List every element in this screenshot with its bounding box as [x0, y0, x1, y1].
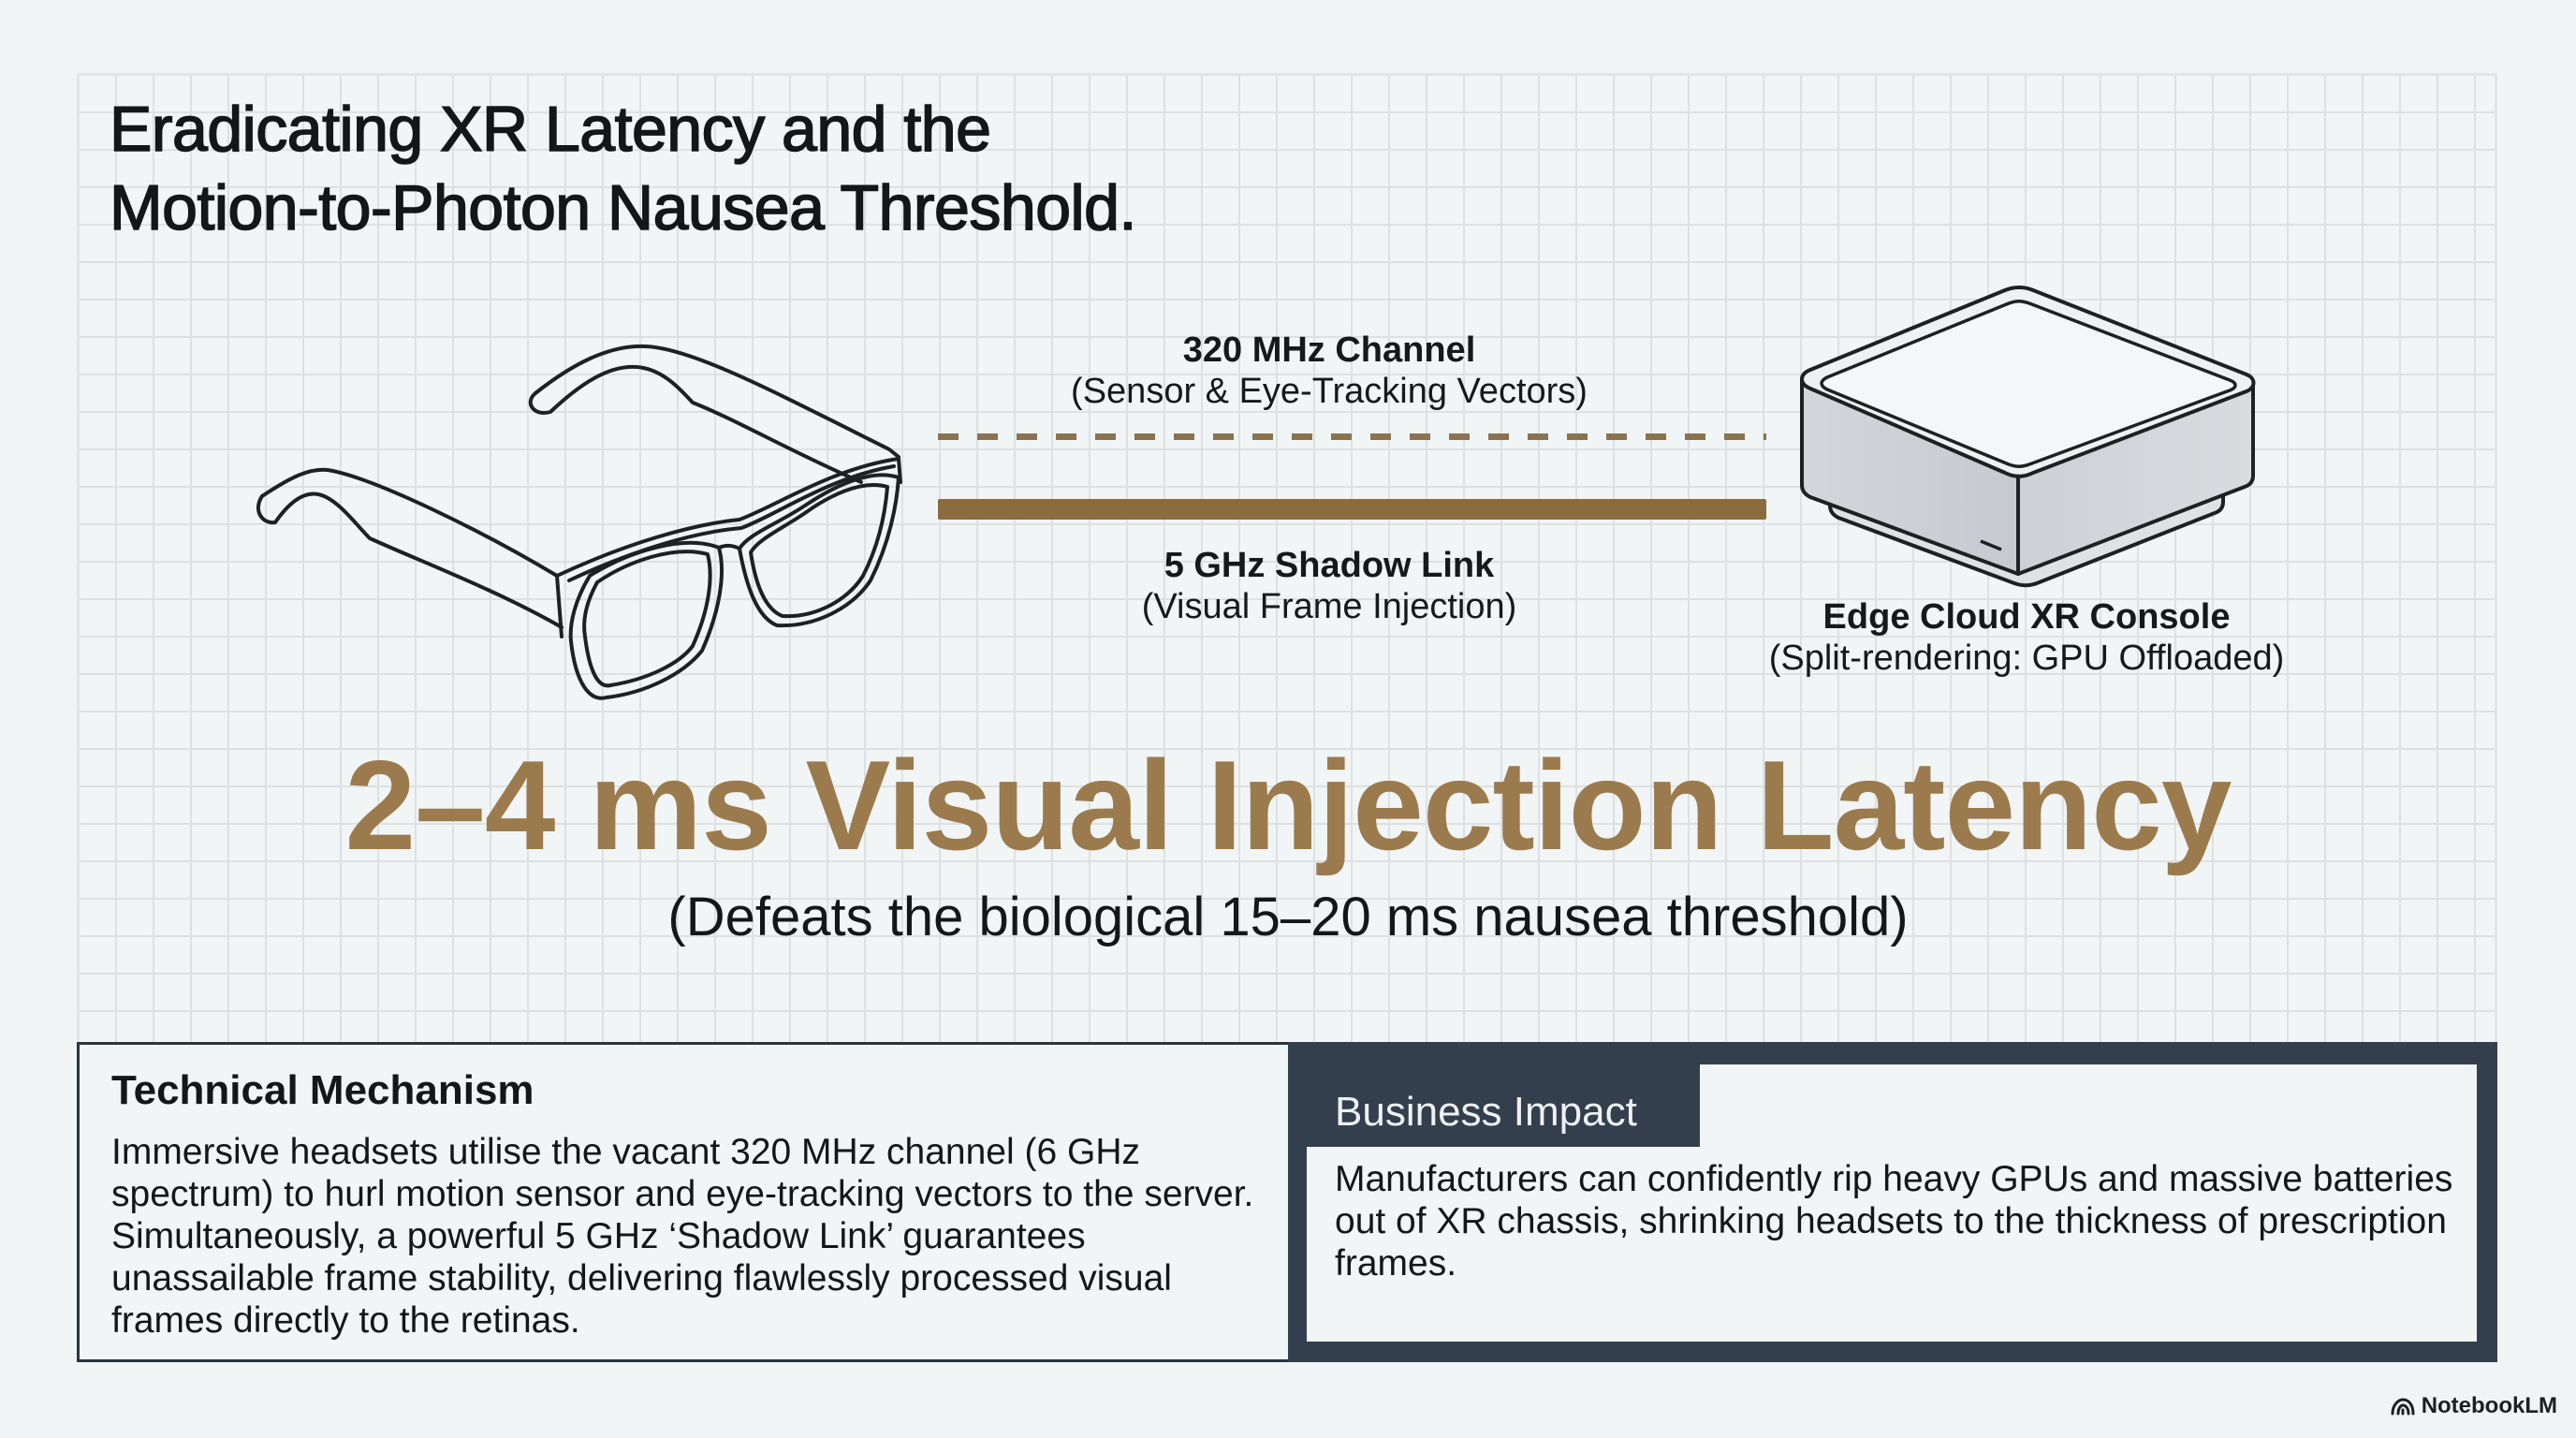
- shadow-link-solid-line: [938, 499, 1766, 520]
- channel-320-label: 320 MHz Channel (Sensor & Eye-Tracking V…: [983, 330, 1676, 412]
- latency-headline: 2–4 ms Visual Injection Latency: [344, 734, 2232, 876]
- edge-console-label: Edge Cloud XR Console (Split-rendering: …: [1694, 596, 2359, 679]
- technical-mechanism-heading: Technical Mechanism: [111, 1067, 534, 1113]
- title-line-2: Motion-to-Photon Nausea Threshold.: [109, 171, 1137, 244]
- business-impact-heading-tab: [1307, 1064, 1700, 1147]
- title-line-1: Eradicating XR Latency and the: [109, 93, 991, 166]
- business-impact-panel: Business Impact Manufacturers can confid…: [1288, 1042, 2497, 1362]
- latency-subtext: (Defeats the biological 15–20 ms nausea …: [667, 887, 1909, 947]
- edge-console-title: Edge Cloud XR Console: [1822, 597, 2231, 637]
- technical-mechanism-body: Immersive headsets utilise the vacant 32…: [111, 1132, 1254, 1341]
- business-impact-heading: Business Impact: [1335, 1089, 1637, 1135]
- technical-mechanism-panel: Technical Mechanism Immersive headsets u…: [77, 1042, 1289, 1362]
- shadow-link-label: 5 GHz Shadow Link (Visual Frame Injectio…: [983, 545, 1676, 627]
- slide-title: Eradicating XR Latency and the Motion-to…: [109, 90, 1137, 247]
- business-impact-content: Business Impact Manufacturers can confid…: [1307, 1064, 2477, 1342]
- edge-console-subtitle: (Split-rendering: GPU Offloaded): [1768, 638, 2285, 678]
- notebooklm-brand: NotebookLM: [2390, 1393, 2557, 1419]
- channel-320-subtitle: (Sensor & Eye-Tracking Vectors): [1071, 372, 1588, 411]
- channel-320-title: 320 MHz Channel: [1182, 330, 1476, 370]
- business-impact-body: Manufacturers can confidently rip heavy …: [1335, 1159, 2453, 1284]
- brand-name: NotebookLM: [2421, 1393, 2557, 1418]
- channel-320-dashed-line: [938, 433, 1766, 440]
- smart-glasses-icon: [256, 344, 902, 700]
- shadow-link-subtitle: (Visual Frame Injection): [1141, 587, 1517, 626]
- notebooklm-logo-icon: [2391, 1398, 2415, 1416]
- shadow-link-title: 5 GHz Shadow Link: [1164, 546, 1495, 585]
- edge-console-icon: [1800, 286, 2256, 588]
